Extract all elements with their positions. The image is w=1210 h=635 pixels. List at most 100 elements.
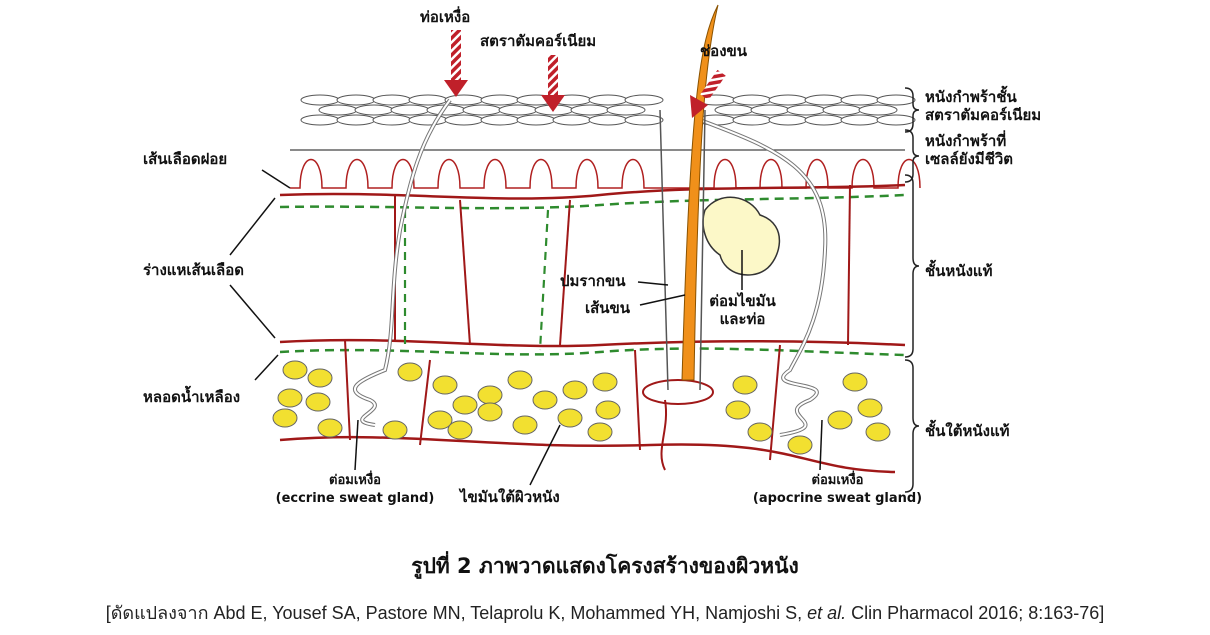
corneocyte <box>552 114 592 126</box>
fat-cell <box>432 375 458 395</box>
epidermis-dermis-junction <box>290 158 921 189</box>
fat-cell <box>595 400 621 420</box>
fat-cell <box>725 400 751 420</box>
label-capillary: เส้นเลือดฝอย <box>143 150 228 168</box>
corneocyte <box>444 114 484 126</box>
corneocyte <box>750 104 790 116</box>
corneocyte <box>300 94 340 106</box>
fat-cell <box>732 375 758 395</box>
corneocyte <box>858 104 898 116</box>
layer-dermis: ชั้นหนังแท้ <box>925 262 993 280</box>
layer-sc-1: หนังกำพร้าชั้น <box>925 88 1017 106</box>
fat-cell <box>307 368 333 388</box>
label-sebaceous-2: และท่อ <box>719 310 766 328</box>
fat-cell <box>592 372 618 392</box>
corneocyte <box>588 114 628 126</box>
upper-vascular-plexus <box>279 183 906 200</box>
citation-post: Clin Pharmacol 2016; 8:163-76] <box>846 603 1105 623</box>
corneocyte <box>318 104 358 116</box>
label-eccrine-2: (eccrine sweat gland) <box>275 491 435 506</box>
label-eccrine-gland: ต่อมเหงื่อ (eccrine sweat gland) <box>270 472 440 508</box>
fat-cell <box>447 420 473 440</box>
label-sweat-duct: ท่อเหงื่อ <box>420 8 471 26</box>
corneocyte <box>516 114 556 126</box>
fat-cell <box>477 402 503 422</box>
fat-cell <box>857 398 883 418</box>
fat-cell <box>532 390 558 410</box>
corneocyte <box>768 94 808 106</box>
vertical-vessels <box>344 184 851 471</box>
corneocyte <box>822 104 862 116</box>
layer-viable-1: หนังกำพร้าที่ <box>925 132 1007 150</box>
corneocyte <box>336 94 376 106</box>
pointer-lines <box>229 169 823 486</box>
fat-cell <box>747 422 773 442</box>
fat-cell <box>397 362 423 382</box>
corneocyte <box>444 94 484 106</box>
corneocyte <box>480 114 520 126</box>
corneocyte <box>300 114 340 126</box>
layer-viable-epidermis: หนังกำพร้าที่เซลล์ยังมีชีวิต <box>925 132 1013 168</box>
corneocyte <box>624 94 664 106</box>
corneocyte <box>336 114 376 126</box>
corneocyte <box>714 104 754 116</box>
fat-cell <box>277 388 303 408</box>
label-vascular-plexus: ร่างแหเส้นเลือด <box>143 261 244 279</box>
sebaceous-gland <box>702 196 781 276</box>
corneocyte <box>876 114 916 126</box>
fat-cell <box>452 395 478 415</box>
corneocyte <box>480 94 520 106</box>
fat-cell <box>865 422 891 442</box>
label-hair-pore: ช่องขน <box>700 42 748 60</box>
corneocyte <box>570 104 610 116</box>
corneocyte <box>354 104 394 116</box>
hair-follicle <box>659 109 706 391</box>
label-hair-bulb: ปมรากขน <box>560 272 626 290</box>
label-apocrine-1: ต่อมเหงื่อ <box>811 473 864 488</box>
label-arrows <box>444 30 726 118</box>
fat-cell <box>382 420 408 440</box>
corneocyte <box>408 94 448 106</box>
fat-cell <box>507 370 533 390</box>
corneocyte <box>732 94 772 106</box>
corneocyte <box>768 114 808 126</box>
layer-stratum-corneum: หนังกำพร้าชั้นสตราตัมคอร์เนียม <box>925 88 1041 124</box>
corneocyte <box>804 94 844 106</box>
hair-shaft <box>681 4 719 381</box>
corneocyte <box>408 114 448 126</box>
fat-cell <box>317 418 343 438</box>
figure-citation: [ดัดแปลงจาก Abd E, Yousef SA, Pastore MN… <box>0 598 1210 627</box>
layer-hypodermis: ชั้นใต้หนังแท้ <box>925 422 1010 440</box>
corneocyte <box>840 114 880 126</box>
fat-cell <box>562 380 588 400</box>
lower-lymph-line <box>279 347 906 357</box>
corneocyte <box>498 104 538 116</box>
citation-pre: [ดัดแปลงจาก Abd E, Yousef SA, Pastore MN… <box>105 603 808 623</box>
fat-cell <box>787 435 813 455</box>
corneocyte <box>462 104 502 116</box>
fat-cell <box>557 408 583 428</box>
layer-sc-2: สตราตัมคอร์เนียม <box>925 106 1042 124</box>
skin-structure-diagram <box>229 4 921 493</box>
fat-cell <box>827 410 853 430</box>
corneocyte <box>732 114 772 126</box>
corneocyte <box>876 94 916 106</box>
fat-cell <box>587 422 613 442</box>
stratum-corneum-cells <box>300 94 916 126</box>
corneocyte <box>372 94 412 106</box>
layer-braces <box>904 87 920 493</box>
fat-cell <box>842 372 868 392</box>
corneocyte <box>786 104 826 116</box>
corneocyte <box>390 104 430 116</box>
fat-cell <box>427 410 453 430</box>
fat-cell <box>272 408 298 428</box>
label-subcutaneous-fat: ไขมันใต้ผิวหนัง <box>460 488 560 506</box>
corneocyte <box>588 94 628 106</box>
figure-caption: รูปที่ 2 ภาพวาดแสดงโครงสร้างของผิวหนัง <box>411 554 799 578</box>
hair-bulb <box>642 379 714 405</box>
fat-cell <box>512 415 538 435</box>
label-eccrine-1: ต่อมเหงื่อ <box>329 473 381 488</box>
subcutaneous-fat-cells <box>272 360 891 455</box>
fat-cell <box>282 360 308 380</box>
fat-cell <box>305 392 331 412</box>
